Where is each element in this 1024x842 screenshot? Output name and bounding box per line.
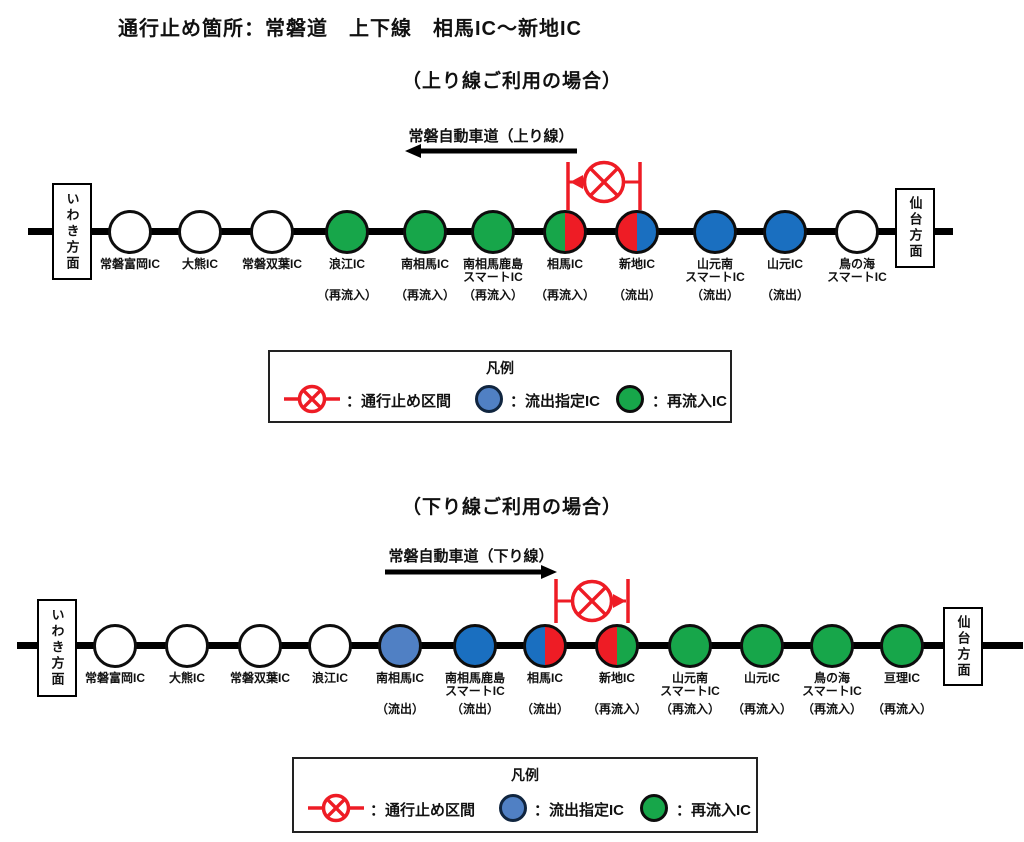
station-note: （再流入） <box>586 702 647 716</box>
station-name: 山元IC <box>743 671 780 685</box>
legend-item-label: ：通行止め区間 <box>370 802 476 819</box>
station-name: 大熊IC <box>168 671 205 685</box>
station-name: 常磐富岡IC <box>99 257 160 271</box>
legend-closure-icon <box>284 384 340 414</box>
station-note: （流出） <box>690 288 739 302</box>
legend-reentry-circle <box>640 794 668 822</box>
right-arrow-icon <box>385 565 557 579</box>
station-name: 鳥の海 スマートIC <box>802 671 862 698</box>
legend-exit-circle <box>475 385 503 413</box>
station-circle <box>453 624 497 668</box>
station-circle <box>165 624 209 668</box>
station-circle <box>471 210 515 254</box>
station-note: （流出） <box>612 288 661 302</box>
station-note: （再流入） <box>394 288 455 302</box>
station-name: 常磐双葉IC <box>241 257 302 271</box>
station-name: 山元南 スマートIC <box>660 671 720 698</box>
station-name: 新地IC <box>618 257 655 271</box>
station-note: （再流入） <box>871 702 932 716</box>
section-title-up: （上り線ご利用の場合） <box>401 71 622 92</box>
station-circle <box>740 624 784 668</box>
station-circle <box>615 210 659 254</box>
station-note: （再流入） <box>534 288 595 302</box>
station-name: 南相馬IC <box>400 257 449 271</box>
legend-item-label: ：流出指定IC <box>510 393 601 410</box>
station-note: （流出） <box>450 702 499 716</box>
station-circle <box>810 624 854 668</box>
legend-title: 凡例 <box>486 360 514 376</box>
station-circle <box>178 210 222 254</box>
station-circle <box>403 210 447 254</box>
left-arrow-icon <box>405 144 577 158</box>
station-name: 常磐富岡IC <box>84 671 145 685</box>
station-circle <box>308 624 352 668</box>
road-label-up: 常磐自動車道（上り線） <box>408 128 574 145</box>
station-name: 亘理IC <box>883 671 920 685</box>
station-circle <box>108 210 152 254</box>
direction-box-sendai: 仙台方面 <box>943 607 983 686</box>
station-name: 大熊IC <box>181 257 218 271</box>
legend-item-label: ：再流入IC <box>652 393 728 410</box>
closure-icon <box>566 160 642 210</box>
station-name: 常磐双葉IC <box>229 671 290 685</box>
station-note: （再流入） <box>801 702 862 716</box>
station-name: 南相馬IC <box>375 671 424 685</box>
direction-box-sendai: 仙台方面 <box>895 188 935 268</box>
station-circle <box>93 624 137 668</box>
station-note: （再流入） <box>316 288 377 302</box>
direction-box-iwaki: いわき方面 <box>37 599 77 697</box>
page-title: 通行止め箇所：常磐道 上下線 相馬IC～新地IC <box>118 18 582 40</box>
station-circle <box>238 624 282 668</box>
station-name: 山元南 スマートIC <box>685 257 745 284</box>
station-name: 相馬IC <box>546 257 583 271</box>
direction-box-iwaki: いわき方面 <box>52 183 92 280</box>
station-circle <box>763 210 807 254</box>
legend-title: 凡例 <box>511 767 539 783</box>
station-name: 浪江IC <box>311 671 348 685</box>
station-name: 南相馬鹿島 スマートIC <box>462 257 523 284</box>
legend-item-label: ：流出指定IC <box>534 802 625 819</box>
legend-exit-circle <box>499 794 527 822</box>
station-note: （流出） <box>760 288 809 302</box>
station-name: 浪江IC <box>328 257 365 271</box>
legend-reentry-circle <box>616 385 644 413</box>
station-circle <box>543 210 587 254</box>
station-note: （流出） <box>520 702 569 716</box>
station-circle <box>523 624 567 668</box>
legend-box: 凡例 ：通行止め区間 ：流出指定IC ：再流入IC <box>292 757 758 833</box>
legend-item-label: ：通行止め区間 <box>346 393 452 410</box>
route-line <box>17 642 1023 649</box>
road-label-down: 常磐自動車道（下り線） <box>388 548 554 565</box>
legend-box: 凡例 ：通行止め区間 ：流出指定IC ：再流入IC <box>268 350 732 423</box>
station-circle <box>668 624 712 668</box>
station-name: 山元IC <box>766 257 803 271</box>
station-name: 相馬IC <box>526 671 563 685</box>
station-note: （流出） <box>375 702 424 716</box>
station-circle <box>378 624 422 668</box>
station-circle <box>250 210 294 254</box>
station-circle <box>835 210 879 254</box>
station-circle <box>325 210 369 254</box>
station-note: （再流入） <box>462 288 523 302</box>
station-note: （再流入） <box>731 702 792 716</box>
station-name: 南相馬鹿島 スマートIC <box>444 671 505 698</box>
station-name: 新地IC <box>598 671 635 685</box>
station-circle <box>880 624 924 668</box>
station-note: （再流入） <box>659 702 720 716</box>
station-name: 鳥の海 スマートIC <box>827 257 887 284</box>
station-circle <box>595 624 639 668</box>
legend-closure-icon <box>308 793 364 823</box>
legend-item-label: ：再流入IC <box>676 802 752 819</box>
closure-icon <box>554 579 630 623</box>
section-title-down: （下り線ご利用の場合） <box>401 497 622 518</box>
station-circle <box>693 210 737 254</box>
